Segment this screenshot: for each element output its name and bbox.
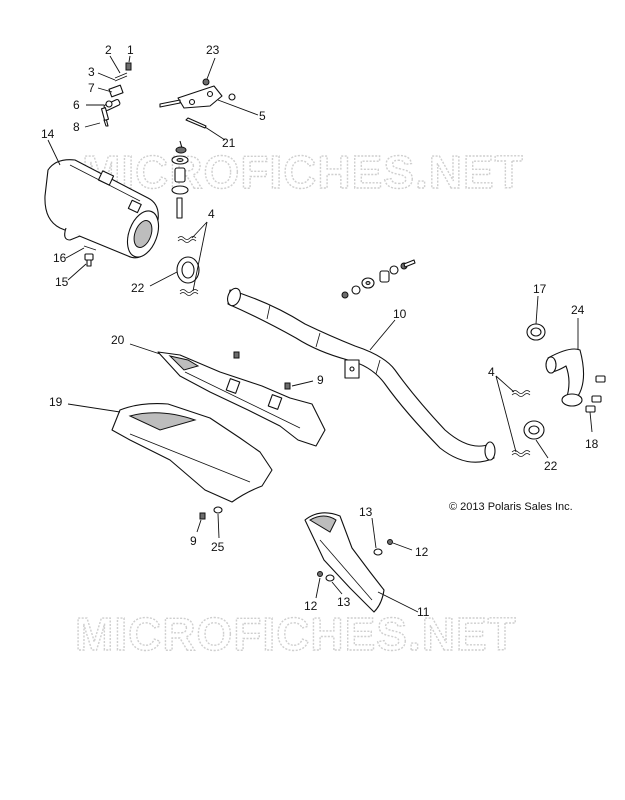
head-pipe-part-10 [227,287,496,463]
heat-shield-part-20 [157,351,326,447]
nuts-part-12 [317,539,393,577]
bracket-part-5 [159,78,236,129]
callout-22-left: 22 [131,281,145,295]
gasket-part-22-left [176,256,200,284]
gasket-part-22-right [523,420,545,440]
callout-24: 24 [571,303,585,317]
callout-13-lower: 13 [337,595,351,609]
leader-lines [47,55,593,613]
washers-part-13 [325,548,383,582]
callout-3: 3 [88,65,95,79]
callout-6: 6 [73,98,80,112]
copyright-notice: © 2013 Polaris Sales Inc. [449,501,573,513]
pipe-mount-hardware [341,259,416,299]
callout-20: 20 [111,333,125,347]
callout-7: 7 [88,81,95,95]
callout-14: 14 [41,127,55,141]
callout-13-upper: 13 [359,505,373,519]
muffler-part-14 [44,159,160,259]
heat-shield-part-11 [304,512,385,613]
callout-5: 5 [259,109,266,123]
callout-15: 15 [55,275,69,289]
callout-25: 25 [211,540,225,554]
callout-1: 1 [127,43,134,57]
gasket-part-17 [526,323,546,341]
washer-part-25 [213,506,223,514]
callout-17: 17 [533,282,547,296]
callout-12-left: 12 [304,599,318,613]
callout-9-upper: 9 [317,373,324,387]
callout-12-right: 12 [415,545,429,559]
bolts-part-18 [585,375,606,413]
callout-4-right: 4 [488,365,495,379]
callout-18: 18 [585,437,599,451]
watermark-bottom: MICROFICHES.NET [75,608,517,660]
callout-16: 16 [53,251,67,265]
callout-22-right: 22 [544,459,558,473]
callout-9-lower: 9 [190,534,197,548]
callout-21: 21 [222,136,236,150]
callout-2: 2 [105,43,112,57]
screw-part-9-upper [233,351,291,390]
heat-shield-part-19 [111,403,273,503]
elbow-part-24 [545,348,585,407]
callout-4-left: 4 [208,207,215,221]
callout-10: 10 [393,307,407,321]
watermark-top: MICROFICHES.NET [82,146,524,198]
clamp-hardware-1-8 [100,62,132,127]
springs-right [511,390,531,457]
grommet-stack [171,140,189,219]
callout-labels: 1 2 3 7 6 8 23 5 21 14 4 16 15 22 10 17 … [41,43,599,619]
callout-23: 23 [206,43,220,57]
callout-19: 19 [49,395,63,409]
screw-part-9-lower [199,512,206,520]
callout-8: 8 [73,120,80,134]
callout-11: 11 [417,605,430,619]
bolt-part-15-16 [83,245,97,267]
